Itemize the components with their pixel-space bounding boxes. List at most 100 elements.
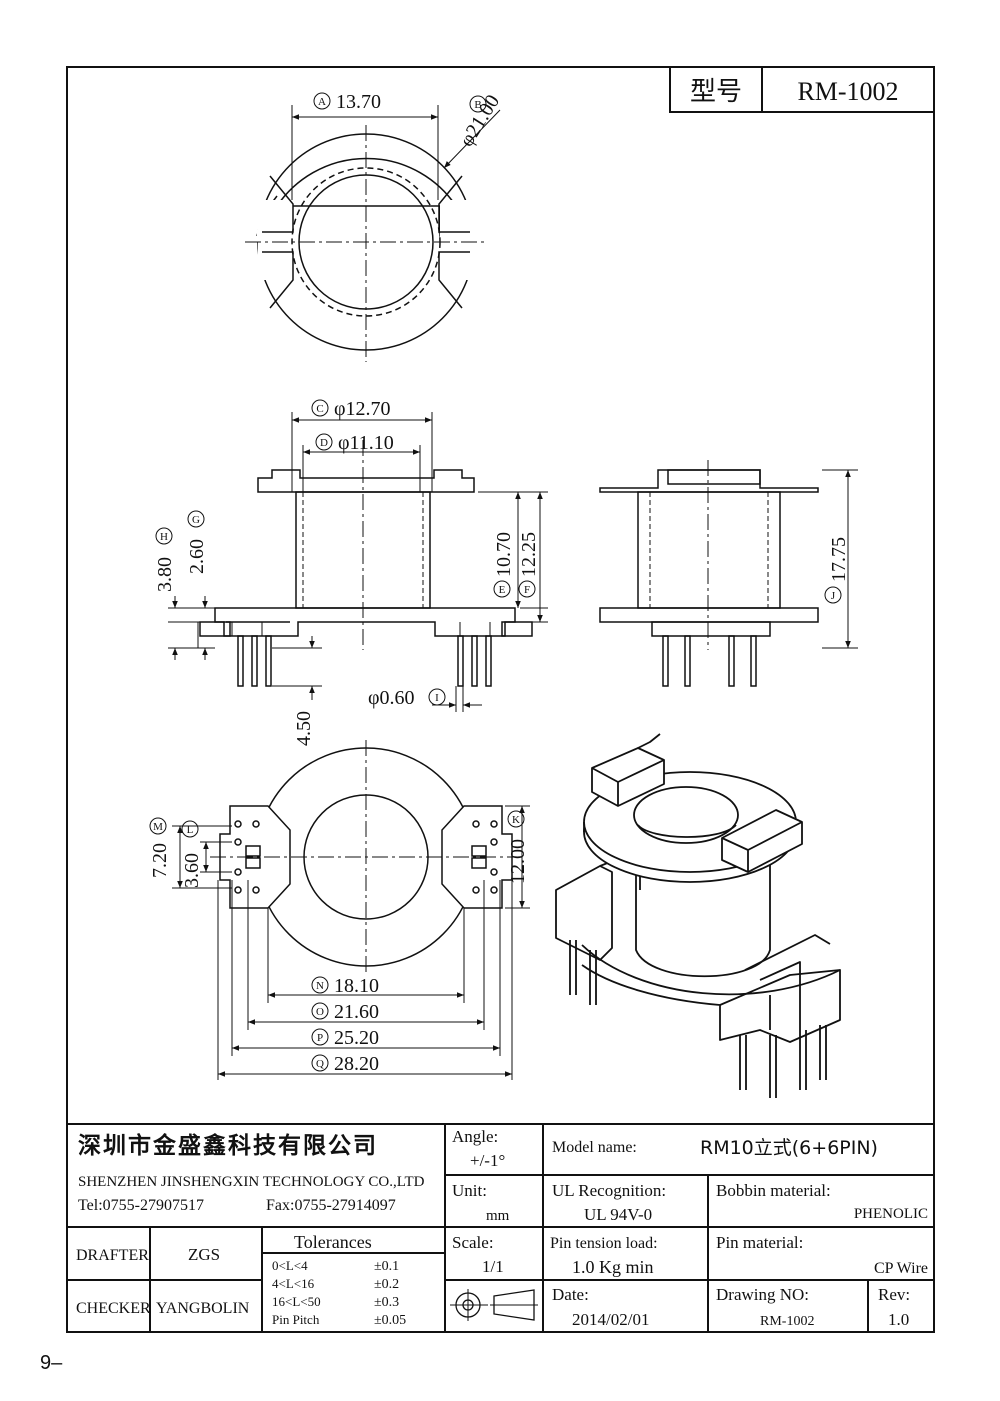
- dim-K: K 12.00: [507, 810, 529, 884]
- date-value: 2014/02/01: [572, 1310, 649, 1329]
- tolerance-range: 16<L<50: [272, 1294, 321, 1309]
- date-label: Date:: [552, 1285, 589, 1304]
- svg-text:21.60: 21.60: [334, 1001, 379, 1023]
- svg-text:L: L: [187, 824, 194, 836]
- svg-text:N: N: [316, 980, 324, 992]
- rev-label: Rev:: [878, 1285, 910, 1304]
- angle-label: Angle:: [452, 1127, 498, 1146]
- svg-text:A: A: [318, 96, 326, 108]
- tolerance-range: 4<L<16: [272, 1276, 315, 1291]
- tolerance-value: ±0.2: [374, 1277, 399, 1292]
- unit-value: mm: [486, 1208, 510, 1224]
- bobbin-value: PHENOLIC: [854, 1206, 928, 1222]
- top-view: [245, 105, 501, 362]
- pin-material-value: CP Wire: [874, 1260, 928, 1277]
- svg-text:H: H: [160, 531, 168, 543]
- tolerance-value: ±0.05: [374, 1313, 406, 1328]
- svg-text:10.70: 10.70: [493, 532, 515, 577]
- dim-F: F 12.25: [518, 532, 540, 598]
- svg-text:12.25: 12.25: [518, 532, 540, 577]
- svg-text:φ11.10: φ11.10: [338, 432, 394, 454]
- model-name-value: RM10立式(6+6PIN): [700, 1137, 878, 1159]
- dim-J: J 17.75: [824, 537, 850, 604]
- svg-text:12.00: 12.00: [507, 839, 529, 884]
- side-view: [599, 460, 858, 687]
- svg-text:13.70: 13.70: [336, 91, 381, 113]
- svg-text:D: D: [320, 437, 328, 449]
- svg-text:M: M: [153, 821, 163, 833]
- tolerance-range: Pin Pitch: [272, 1312, 320, 1327]
- company-name-cn: 深圳市金盛鑫科技有限公司: [78, 1132, 378, 1159]
- scale-label: Scale:: [452, 1233, 494, 1252]
- svg-text:2.60: 2.60: [186, 539, 208, 574]
- projection-symbol-icon: [450, 1289, 538, 1321]
- dim-O: O 21.60: [311, 1001, 379, 1023]
- svg-text:4.50: 4.50: [293, 711, 315, 746]
- svg-text:P: P: [317, 1032, 323, 1044]
- svg-text:7.20: 7.20: [149, 843, 171, 878]
- model-header-value: RM-1002: [797, 77, 898, 106]
- svg-text:17.75: 17.75: [828, 537, 850, 582]
- pin-tension-value: 1.0 Kg min: [572, 1257, 654, 1277]
- ul-label: UL Recognition:: [552, 1181, 666, 1200]
- company-name-en: SHENZHEN JINSHENGXIN TECHNOLOGY CO.,LTD: [78, 1174, 425, 1190]
- isometric-view: [555, 733, 841, 1098]
- svg-text:25.20: 25.20: [334, 1027, 379, 1049]
- drawing-no-label: Drawing NO:: [716, 1285, 809, 1304]
- dim-B: B φ21.00: [456, 91, 505, 151]
- angle-value: +/-1°: [470, 1151, 505, 1170]
- model-name-label: Model name:: [552, 1139, 637, 1156]
- dim-I: φ0.60 I: [368, 687, 446, 709]
- svg-text:B: B: [474, 99, 481, 111]
- svg-text:18.10: 18.10: [334, 975, 379, 997]
- svg-text:E: E: [499, 584, 506, 596]
- title-block-text: 深圳市金盛鑫科技有限公司 SHENZHEN JINSHENGXIN TECHNO…: [76, 1127, 928, 1329]
- pin-tension-label: Pin tension load:: [550, 1235, 658, 1252]
- svg-text:Q: Q: [316, 1058, 324, 1070]
- drawing-no-value: RM-1002: [760, 1314, 814, 1329]
- tolerances-title: Tolerances: [294, 1232, 372, 1252]
- company-tel: Tel:0755-27907517: [78, 1197, 204, 1214]
- front-view: [168, 412, 548, 712]
- dim-G: G 2.60: [186, 510, 208, 574]
- bottom-view: [172, 740, 530, 1080]
- model-header-label: 型号: [690, 77, 742, 107]
- dim-L: L 3.60: [181, 820, 203, 888]
- title-block: [67, 1123, 934, 1332]
- dim-M: M 7.20: [149, 817, 171, 878]
- tolerance-range: 0<L<4: [272, 1258, 308, 1273]
- dim-P: P 25.20: [311, 1027, 379, 1049]
- svg-text:φ12.70: φ12.70: [334, 398, 391, 420]
- dim-E: E 10.70: [493, 532, 515, 598]
- svg-text:3.60: 3.60: [181, 853, 203, 888]
- company-fax: Fax:0755-27914097: [266, 1197, 396, 1214]
- dim-N: N 18.10: [311, 975, 379, 997]
- dim-H: H 3.80: [154, 527, 176, 592]
- checker-value: YANGBOLIN: [156, 1300, 250, 1317]
- svg-text:K: K: [512, 814, 520, 826]
- dim-C: C φ12.70: [311, 398, 391, 420]
- svg-text:I: I: [435, 692, 439, 704]
- svg-text:G: G: [192, 514, 200, 526]
- unit-label: Unit:: [452, 1181, 487, 1200]
- svg-text:O: O: [316, 1006, 324, 1018]
- drafter-value: ZGS: [188, 1245, 220, 1264]
- drafter-label: DRAFTER: [76, 1247, 149, 1264]
- svg-text:φ21.00: φ21.00: [456, 91, 505, 151]
- dim-A: A 13.70: [313, 91, 381, 113]
- sheet-border: [66, 66, 935, 1333]
- ul-value: UL 94V-0: [584, 1205, 652, 1224]
- bobbin-label: Bobbin material:: [716, 1181, 831, 1200]
- svg-text:F: F: [524, 584, 530, 596]
- tolerance-value: ±0.1: [374, 1259, 399, 1274]
- svg-text:J: J: [831, 590, 836, 602]
- svg-text:C: C: [316, 403, 323, 415]
- scale-value: 1/1: [482, 1257, 504, 1276]
- svg-text:φ0.60: φ0.60: [368, 687, 415, 709]
- page-number: 9–: [40, 1352, 63, 1374]
- svg-text:28.20: 28.20: [334, 1053, 379, 1075]
- pin-material-label: Pin material:: [716, 1233, 803, 1252]
- dim-Q: Q 28.20: [311, 1053, 379, 1075]
- checker-label: CHECKER: [76, 1300, 151, 1317]
